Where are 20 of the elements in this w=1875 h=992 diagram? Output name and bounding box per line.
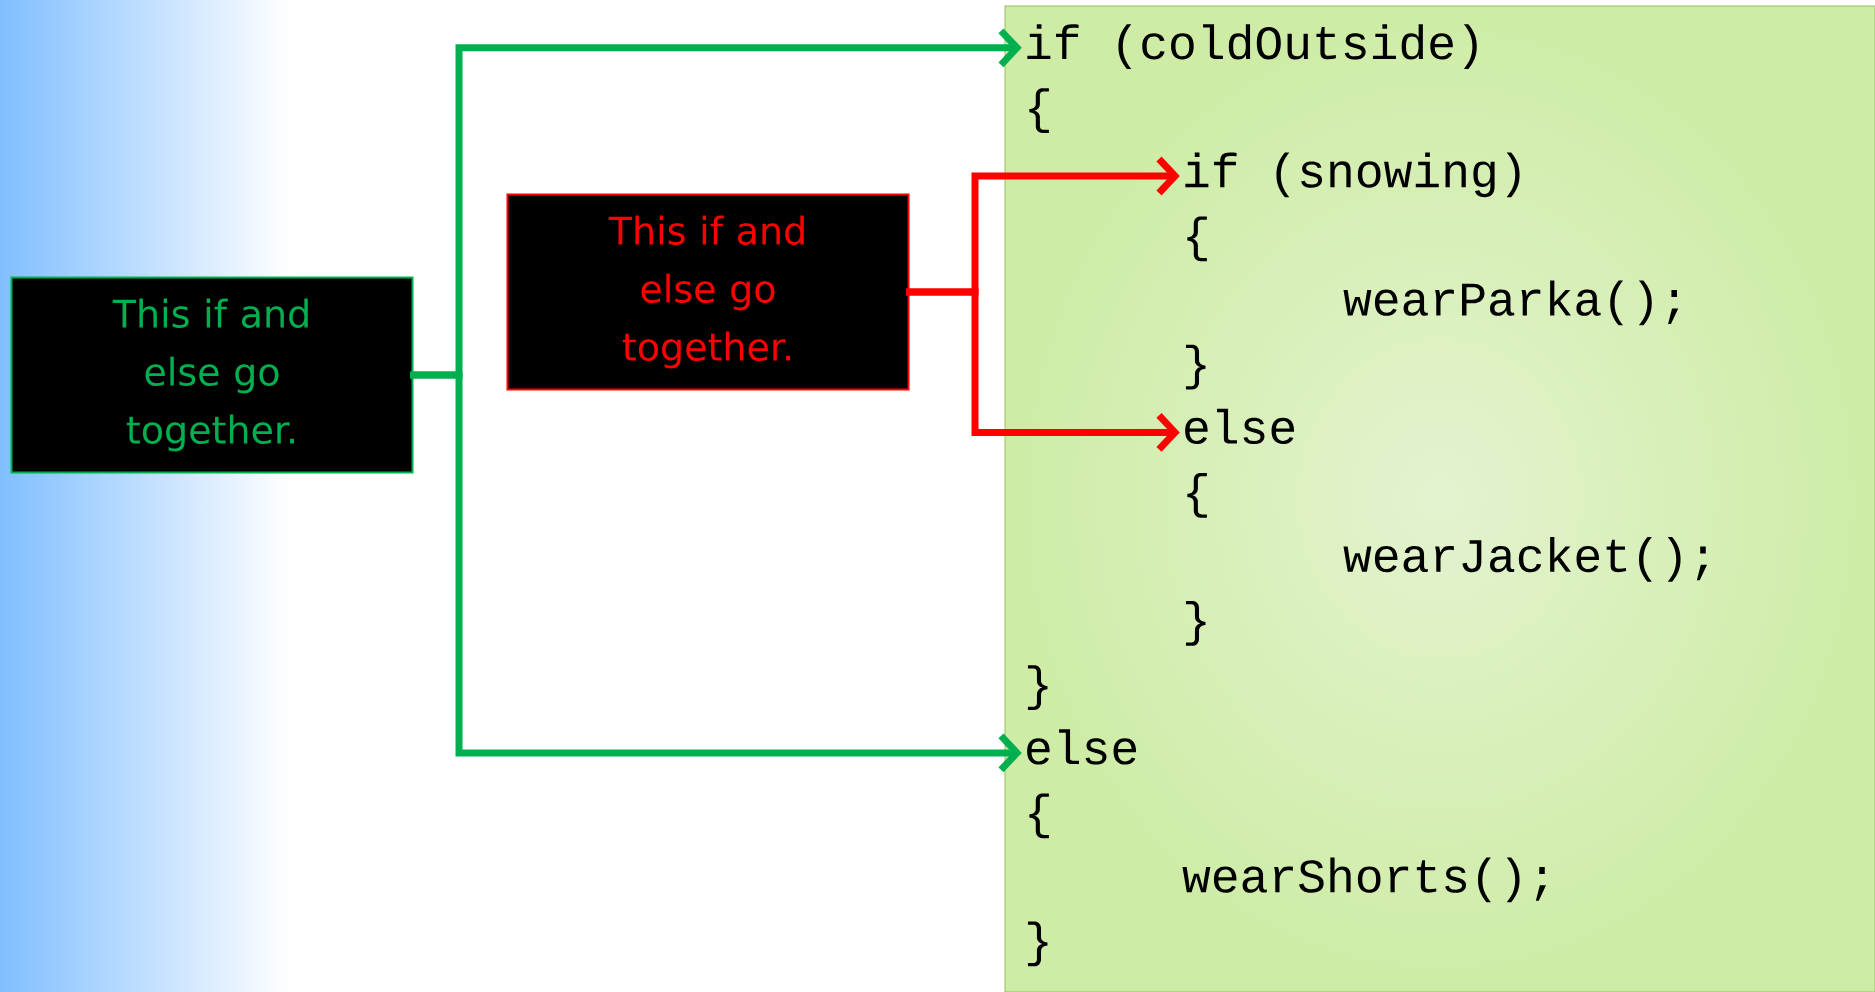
code-line: wearShorts();: [1182, 857, 1547, 903]
code-line: }: [1185, 601, 1206, 646]
code-line: {: [1187, 472, 1207, 518]
code-line: wearJacket();: [1343, 537, 1708, 582]
code-panel: [1004, 5, 1875, 992]
code-line: }: [1027, 665, 1048, 710]
code-line: if (coldOutside): [1027, 24, 1477, 69]
code-line: {: [1029, 88, 1049, 134]
code-line: else: [1185, 408, 1295, 445]
code-line: {: [1029, 793, 1049, 839]
arrow: [410, 371, 1022, 773]
arrow: [906, 288, 1180, 452]
code-line: else: [1027, 729, 1137, 765]
code-line: if (snowing): [1185, 152, 1520, 198]
callout-box: This if and else go together.: [10, 276, 414, 474]
code-line: }: [1027, 921, 1048, 967]
code-line: {: [1187, 216, 1207, 262]
code-line: }: [1185, 344, 1206, 390]
callout-box: This if and else go together.: [506, 193, 910, 391]
code-line: wearParka();: [1343, 280, 1679, 326]
